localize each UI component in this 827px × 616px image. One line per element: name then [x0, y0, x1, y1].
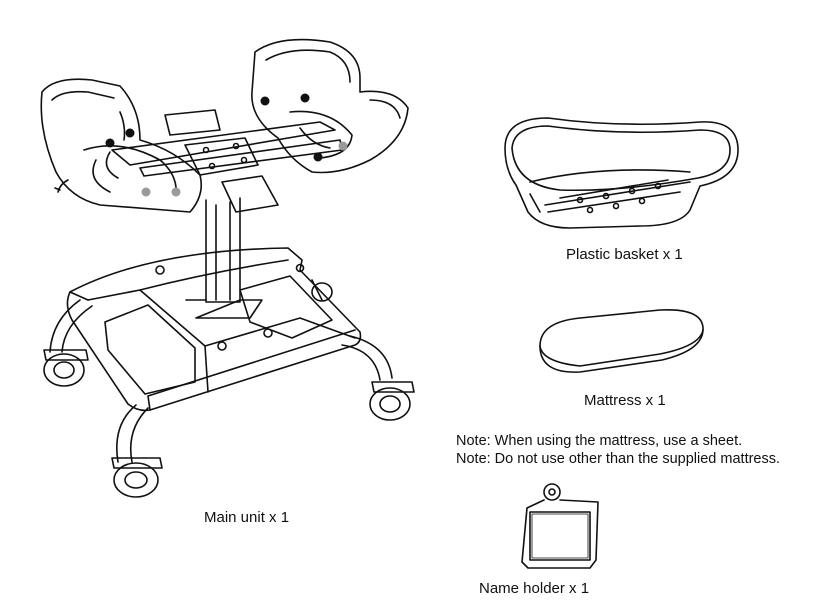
caster-front-left	[43, 349, 89, 387]
notes-block: Note: When using the mattress, use a she…	[456, 432, 780, 468]
seat-left	[40, 78, 203, 213]
seat-right	[251, 38, 409, 174]
note-sheet: Note: When using the mattress, use a she…	[456, 433, 743, 449]
base-tray	[66, 247, 362, 412]
mounting-pegs	[105, 93, 348, 197]
caster-front-center	[111, 457, 163, 498]
legs-casters	[43, 279, 415, 498]
mattress-caption: Mattress x 1	[584, 392, 666, 409]
main-unit-caption: Main unit x 1	[204, 509, 290, 526]
mattress-illustration	[539, 309, 704, 373]
main-unit-illustration	[40, 38, 415, 498]
caster-right	[369, 381, 415, 421]
note-supplied-mattress: Note: Do not use other than the supplied…	[456, 451, 781, 467]
top-frame	[54, 109, 343, 213]
plastic-basket-illustration	[504, 117, 739, 229]
name-holder-caption: Name holder x 1	[479, 580, 590, 597]
name-holder-illustration	[521, 483, 599, 569]
plastic-basket-caption: Plastic basket x 1	[566, 246, 683, 263]
center-column	[185, 197, 263, 319]
caster-back	[311, 282, 333, 302]
